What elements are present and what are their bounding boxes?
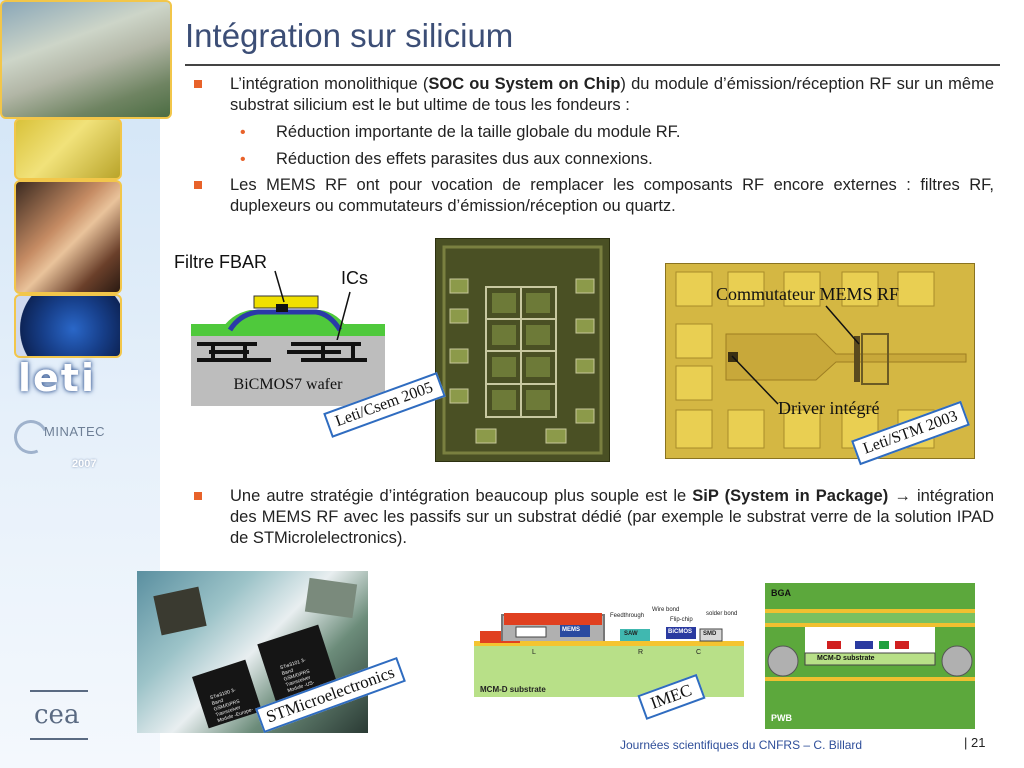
label-commutateur-mems: Commutateur MEMS RF	[716, 284, 900, 304]
bullet-text: ) du module d’émission/réception RF sur …	[230, 75, 994, 114]
arrow-symbol: →	[888, 487, 917, 505]
imec-label-wirebond: Wire bond	[652, 607, 680, 613]
sub-bullet-text: Réduction importante de la taille global…	[276, 123, 681, 141]
wafer-photo	[14, 294, 122, 358]
imec-sip-diagram: Shielding cap/0-level package Feedthroug…	[474, 605, 744, 697]
page-number: | 21	[964, 735, 986, 750]
st-modules-illustration	[153, 577, 358, 729]
bullet-mems: Les MEMS RF ont pour vocation de remplac…	[194, 175, 994, 217]
footer-text: Journées scientifiques du CNFRS – C. Bil…	[620, 738, 863, 752]
sub-bullet-size: • Réduction importante de la taille glob…	[240, 122, 681, 143]
imec-label-bicmos: BiCMOS	[668, 629, 692, 635]
minatec-logo: MINATEC	[9, 415, 119, 459]
interconnect-layers	[197, 342, 367, 362]
imec-label-flipchip: Flip-chip	[670, 617, 693, 623]
bga-structure	[765, 583, 975, 729]
imec-label-saw: SAW	[624, 631, 638, 637]
imec-label-c: C	[696, 649, 702, 656]
filtre-fbar-label: Filtre FBAR	[174, 252, 268, 272]
chip-micrograph-csem	[435, 238, 610, 462]
imec-label-feedthrough: Feedthrough	[610, 613, 645, 619]
bullet-sip: Une autre stratégie d’intégration beauco…	[194, 486, 994, 549]
bullet-text: Une autre stratégie d’intégration beauco…	[230, 487, 693, 505]
fbar-diagram: Filtre FBAR ICs BiCMOS7 wafer	[170, 250, 400, 410]
imec-structure	[474, 613, 744, 697]
pwb-label: PWB	[771, 713, 792, 723]
bullet-dot-icon: •	[240, 151, 246, 168]
imec-label-substrate: MCM-D substrate	[480, 685, 546, 694]
cea-text: cea	[34, 700, 80, 730]
sub-bullet-parasites: • Réduction des effets parasites dus aux…	[240, 149, 653, 170]
minatec-text: MINATEC	[44, 424, 106, 439]
bga-package-diagram: BGA MCM-D substrate PWB	[765, 583, 975, 729]
imec-label-rfic: RF IC	[520, 631, 536, 637]
chip-layout	[442, 245, 603, 455]
sub-bullet-text: Réduction des effets parasites dus aux c…	[276, 150, 653, 168]
bullet-text: intégration des MEMS RF avec les passifs…	[230, 487, 995, 547]
leti-logo: leti	[18, 356, 96, 400]
bullet-bold: SOC ou System on Chip	[428, 75, 621, 93]
bga-label: BGA	[771, 588, 791, 598]
bullet-square-icon	[194, 80, 202, 88]
bullet-square-icon	[194, 492, 202, 500]
bullet-text: Les MEMS RF ont pour vocation de remplac…	[230, 176, 994, 215]
cea-logo: cea	[30, 690, 88, 742]
imec-label-l: L	[532, 649, 536, 656]
imec-label-shield: Shielding cap/0-level package	[506, 607, 592, 613]
slide-title: Intégration sur silicium	[185, 17, 514, 54]
bga-substrate-label: MCM-D substrate	[817, 655, 875, 662]
ics-label: ICs	[341, 268, 368, 288]
title-rule	[185, 64, 1000, 66]
bicmos-wafer: BiCMOS7 wafer	[191, 336, 385, 406]
imec-label-r: R	[638, 649, 644, 656]
researcher-photo	[14, 180, 122, 294]
cleanroom-photo	[14, 118, 122, 180]
fbar-structure	[191, 270, 385, 340]
bullet-square-icon	[194, 181, 202, 189]
imec-label-solder: solder bond	[706, 611, 738, 617]
imec-label-smd: SMD	[703, 631, 717, 637]
bullet-dot-icon: •	[240, 124, 246, 141]
bullet-soc: L’intégration monolithique (SOC ou Syste…	[194, 74, 994, 116]
bullet-bold: SiP (System in Package)	[692, 487, 889, 505]
cea-top-line	[30, 690, 88, 692]
imec-label-mems: MEMS	[562, 627, 580, 633]
left-decorative-strip: leti MINATEC 2007 cea	[0, 0, 172, 768]
cea-bottom-line	[30, 738, 88, 740]
label-driver-integre: Driver intégré	[778, 398, 880, 418]
bullet-text: L’intégration monolithique (	[230, 75, 429, 93]
campus-photo	[0, 0, 172, 119]
wafer-label: BiCMOS7 wafer	[233, 376, 343, 393]
st-modules-photo: STw3101 3-Band GSM/GPRS Transceiver Modu…	[137, 571, 368, 733]
year-label: 2007	[72, 458, 97, 470]
